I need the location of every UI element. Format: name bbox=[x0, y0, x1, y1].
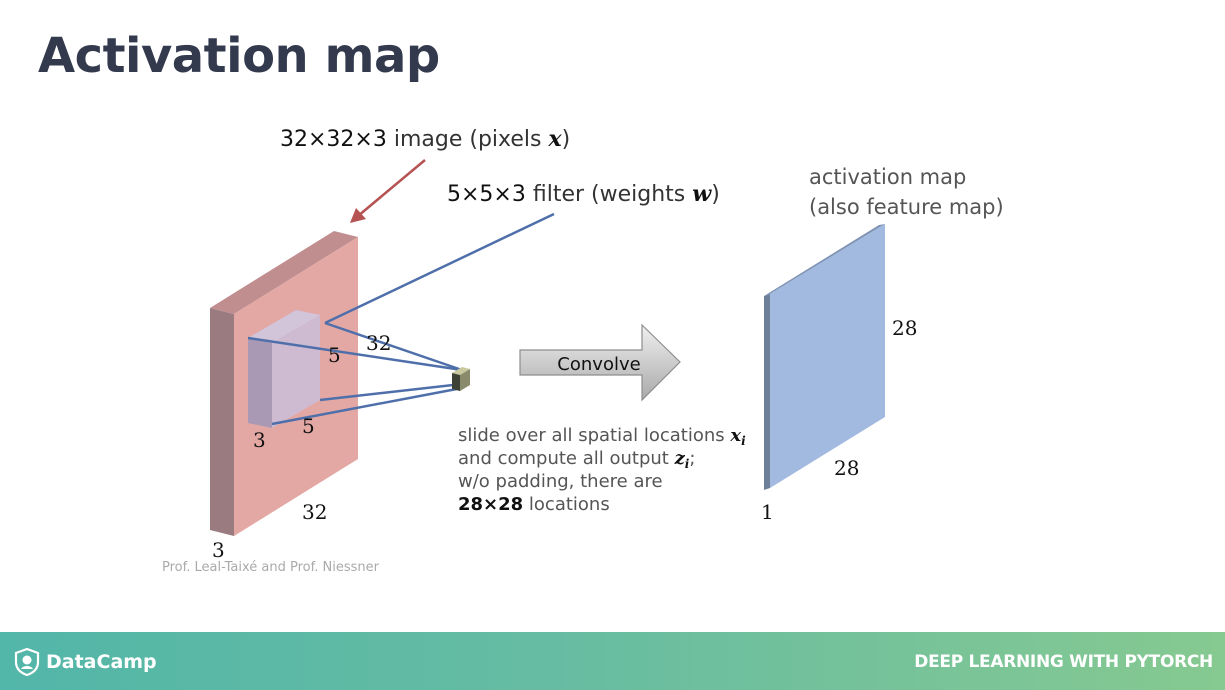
output-depth-label: 1 bbox=[761, 500, 774, 524]
datacamp-logo: DataCamp bbox=[14, 648, 157, 676]
output-width-label: 28 bbox=[834, 456, 859, 480]
svg-text:slide over all spatial locatio: slide over all spatial locations xi bbox=[458, 425, 746, 448]
datacamp-shield-icon bbox=[14, 648, 40, 676]
brand-name: DataCamp bbox=[46, 651, 157, 673]
output-label-line2: (also feature map) bbox=[809, 195, 1004, 219]
filter-height-label: 5 bbox=[328, 343, 341, 367]
input-label: 32×32×3 image (pixels x) bbox=[280, 126, 570, 152]
description-text: slide over all spatial locations xi and … bbox=[458, 425, 746, 515]
input-width-label: 32 bbox=[302, 500, 327, 524]
filter-depth-label: 3 bbox=[253, 428, 266, 452]
convolve-label: Convolve bbox=[557, 354, 640, 375]
projection-lines bbox=[247, 212, 555, 426]
filter-width-label: 5 bbox=[302, 414, 315, 438]
input-depth-label: 3 bbox=[212, 538, 225, 562]
convolution-diagram: 32×32×3 image (pixels x) 5×5×3 filter (w… bbox=[162, 126, 1004, 575]
svg-text:28×28 locations: 28×28 locations bbox=[458, 494, 610, 515]
convolve-arrow: Convolve bbox=[519, 323, 681, 402]
svg-text:w/o padding, there are: w/o padding, there are bbox=[458, 471, 663, 492]
input-height-label: 32 bbox=[366, 331, 391, 355]
output-label-line1: activation map bbox=[809, 165, 966, 189]
footer-bar: DataCamp DEEP LEARNING WITH PYTORCH bbox=[0, 632, 1225, 690]
credit-text: Prof. Leal-Taixé and Prof. Niessner bbox=[162, 560, 380, 575]
filter-label: 5×5×3 filter (weights w) bbox=[447, 181, 720, 207]
svg-text:and compute all output zi;: and compute all output zi; bbox=[458, 448, 695, 471]
output-cell bbox=[452, 367, 470, 391]
input-pointer-arrow bbox=[350, 159, 426, 223]
output-height-label: 28 bbox=[892, 316, 917, 340]
activation-map bbox=[764, 224, 885, 490]
course-title: DEEP LEARNING WITH PYTORCH bbox=[914, 652, 1213, 672]
slide-title: Activation map bbox=[38, 28, 440, 84]
